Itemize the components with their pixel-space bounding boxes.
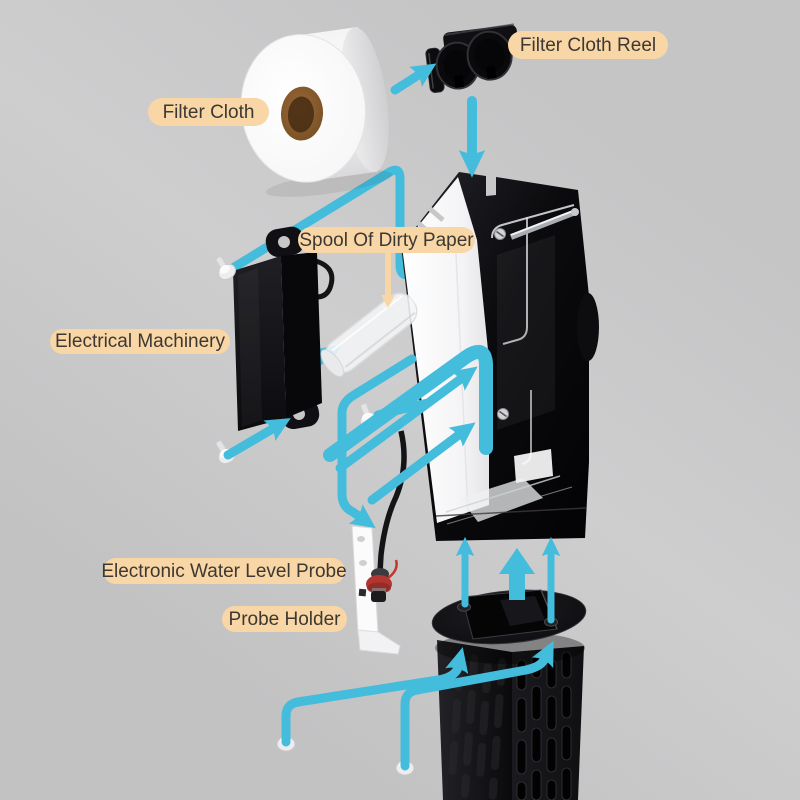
main-housing (401, 172, 599, 541)
filter-cloth-roll (240, 27, 393, 197)
probe-cable (377, 430, 407, 573)
probe-tip (371, 591, 386, 602)
arrow-screw-to-basket-right (400, 640, 554, 771)
filter-cloth-reel-part (425, 23, 519, 93)
arrow-into-housing-mid (335, 366, 478, 473)
probe-holder-part (351, 525, 401, 655)
probe-wire (387, 559, 398, 580)
spool-axle-rod (509, 210, 575, 240)
water-level-probe (366, 430, 407, 602)
electrical-machinery-motor (233, 226, 335, 431)
thumb-screw (215, 256, 236, 281)
arrow-cloth-to-reel (390, 63, 437, 95)
intake-basket (431, 589, 587, 800)
line-screw-feed (373, 398, 433, 420)
roll-core (280, 86, 324, 141)
label-filter-cloth: Filter Cloth (148, 98, 269, 126)
arrow-screw-to-motor (223, 418, 291, 460)
flow-arrows-front (223, 63, 561, 771)
label-electronic-water-level-probe: Electronic Water Level Probe (101, 558, 347, 584)
arrow-into-housing-low (367, 422, 476, 505)
arrow-basket-up-big (499, 548, 535, 600)
arrow-screw-to-basket-left (281, 647, 469, 747)
line-thick-into-housing (323, 344, 493, 462)
label-probe-holder: Probe Holder (222, 606, 347, 632)
label-electrical-machinery: Electrical Machinery (50, 329, 230, 354)
label-filter-cloth-reel: Filter Cloth Reel (508, 31, 668, 59)
label-leader-arrow (381, 253, 395, 308)
spool-of-dirty-paper (320, 288, 426, 377)
label-spool-of-dirty-paper: Spool Of Dirty Paper (298, 227, 475, 253)
